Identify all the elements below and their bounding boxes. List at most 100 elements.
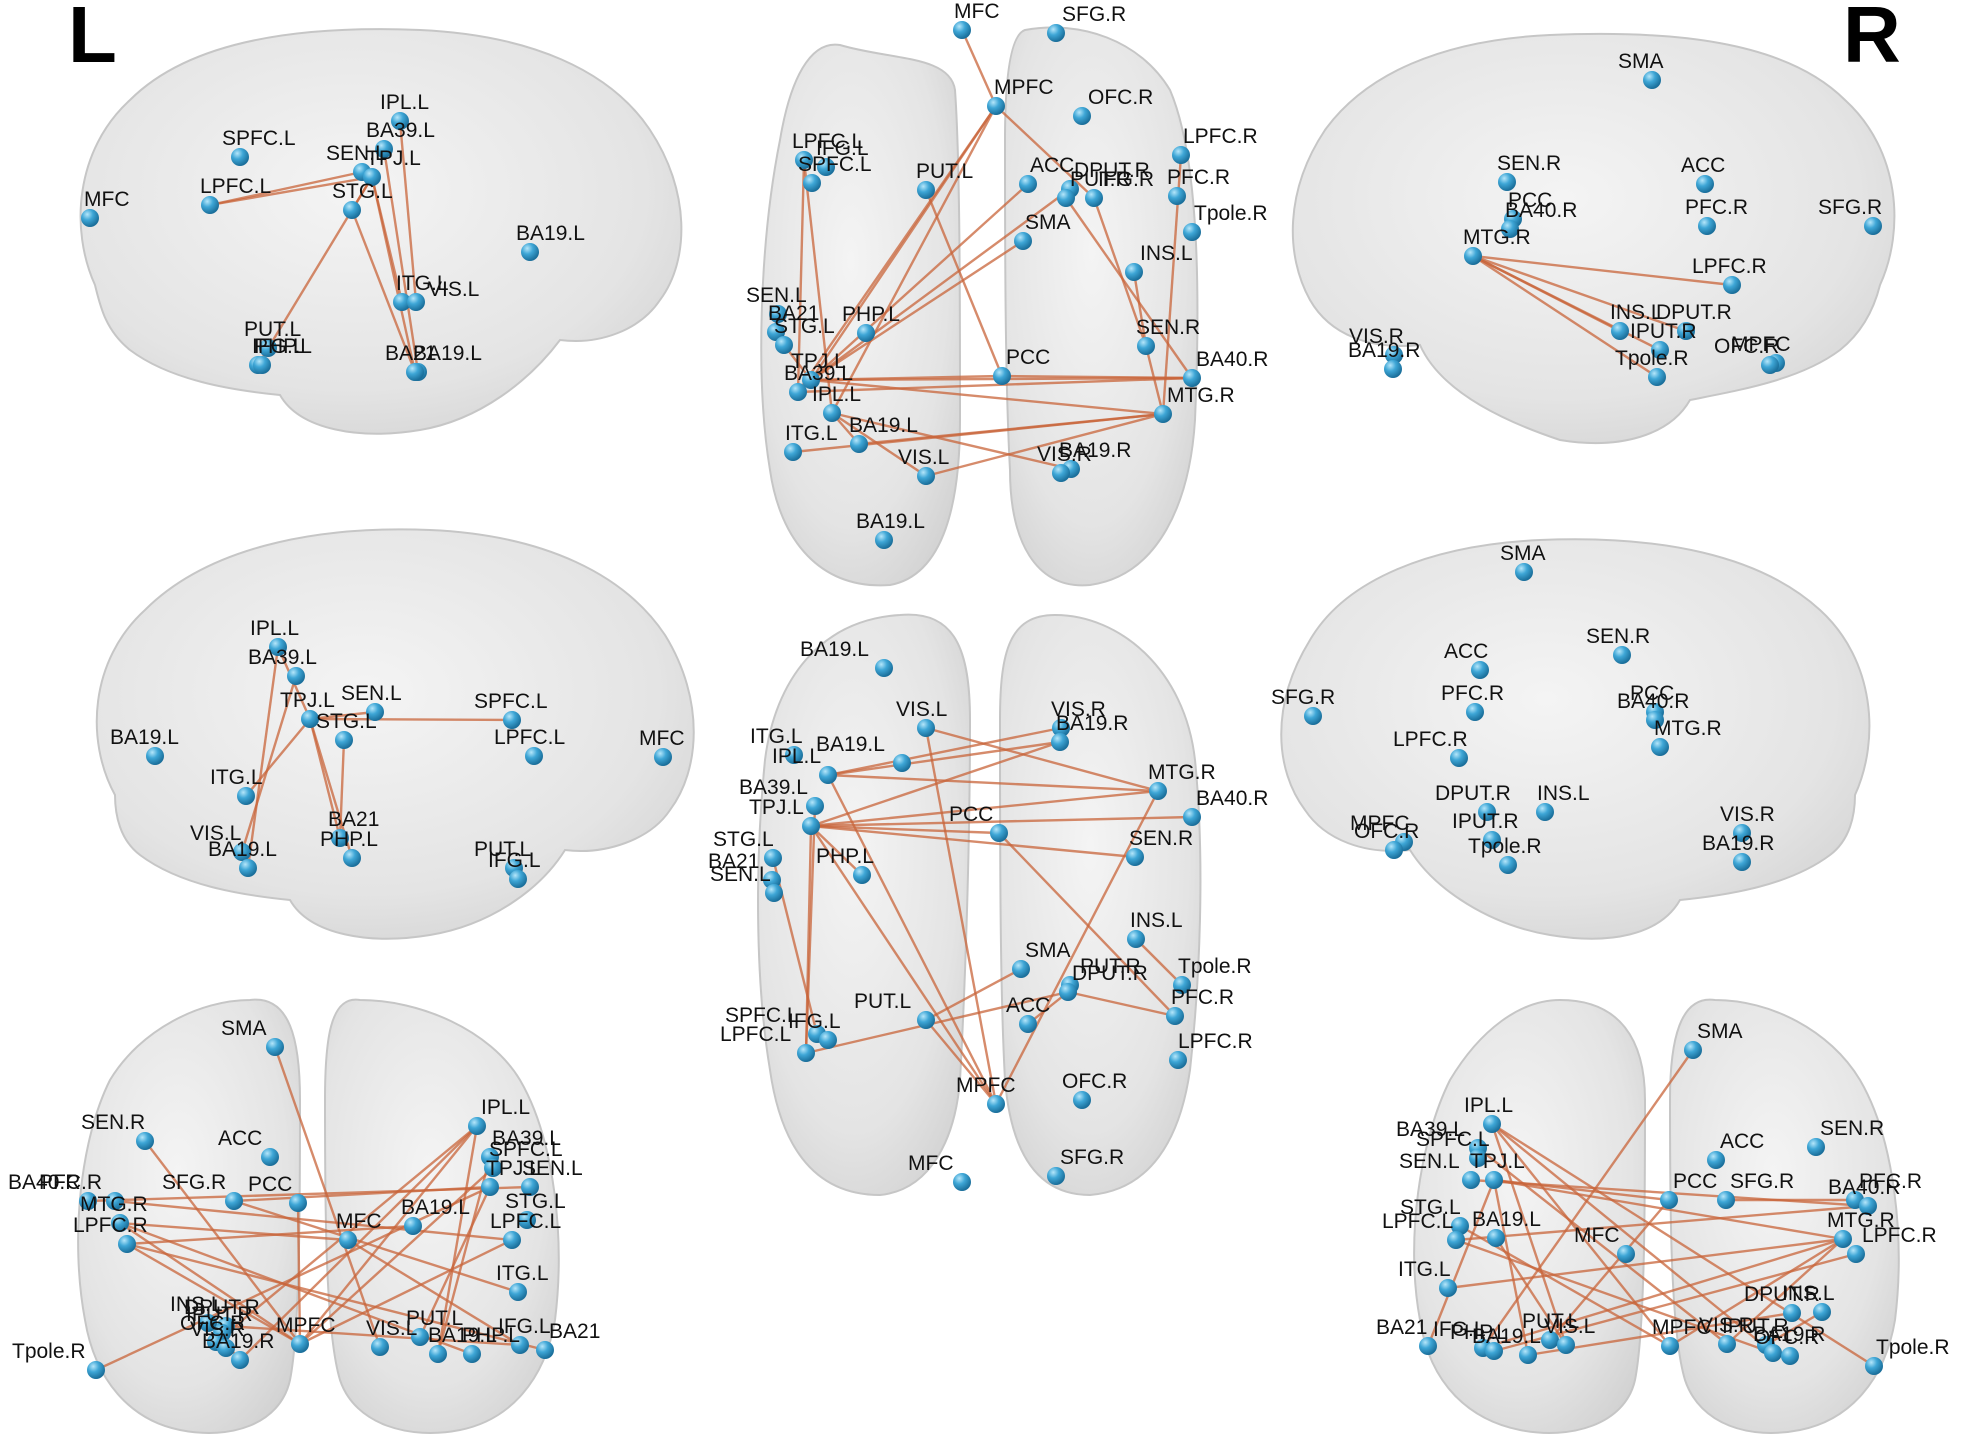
region-node <box>1698 217 1716 235</box>
region-label: BA19.L <box>516 222 585 245</box>
region-node <box>1419 1337 1437 1355</box>
region-node <box>1466 703 1484 721</box>
region-node <box>1168 187 1186 205</box>
region-label: BA40.R <box>1196 348 1268 371</box>
region-node <box>857 324 875 342</box>
region-node <box>1733 824 1751 842</box>
region-label: SEN.R <box>1586 625 1650 648</box>
region-label: IFG.L <box>252 335 305 358</box>
connection-edge <box>309 710 376 721</box>
region-label: IPUT.R <box>1452 810 1519 833</box>
region-node <box>917 181 935 199</box>
region-node <box>1385 841 1403 859</box>
brain-outline-back-coronal-right <box>1668 998 1900 1434</box>
region-nodes <box>79 21 1883 1379</box>
connection-edge <box>924 189 1004 377</box>
region-label: SPFC.L <box>474 690 548 713</box>
region-label: BA19.R <box>1059 439 1131 462</box>
region-label: MTG.R <box>80 1193 148 1216</box>
connection-edge <box>1135 938 1183 986</box>
region-node <box>797 1044 815 1062</box>
region-label: STG.L <box>713 828 774 851</box>
region-node <box>850 435 868 453</box>
region-label: ACC <box>1006 994 1050 1017</box>
connection-edge <box>382 148 420 373</box>
connection-edge <box>827 726 1062 777</box>
region-node <box>1059 983 1077 1001</box>
region-node <box>1447 1231 1465 1249</box>
region-label: OFC.R <box>180 1312 245 1335</box>
region-node <box>953 21 971 39</box>
region-label: ITG.L <box>785 422 838 445</box>
connection-edge <box>1132 271 1148 347</box>
connection-edge <box>239 1125 478 1361</box>
region-label: IFG.L <box>1433 1318 1486 1341</box>
region-label: IPL.L <box>250 617 299 640</box>
region-label: PCC <box>1673 1170 1717 1193</box>
region-label: PUT.L <box>474 838 531 861</box>
region-node <box>521 1178 539 1196</box>
region-label: BA19.L <box>110 726 179 749</box>
region-label: ITG.L <box>496 1262 549 1285</box>
connection-edge <box>810 825 863 876</box>
region-node <box>1677 322 1695 340</box>
connection-edge <box>144 1140 301 1345</box>
connection-edge <box>827 773 1159 793</box>
connection-edge <box>1092 197 1148 347</box>
connection-edge <box>831 411 1072 471</box>
region-node <box>1304 707 1322 725</box>
region-label: DPUT.R <box>1744 1283 1820 1306</box>
region-node <box>990 824 1008 842</box>
region-node <box>406 363 424 381</box>
region-label: SPFC.L <box>222 127 296 150</box>
region-node <box>819 1031 837 1049</box>
connection-edge <box>810 824 1136 859</box>
region-label: IFG.L <box>816 137 869 160</box>
connection-edge <box>1491 1123 1671 1347</box>
connection-edge <box>810 789 1159 828</box>
connection-edge <box>1472 254 1661 352</box>
region-label: ACC <box>1030 154 1074 177</box>
region-node <box>253 356 271 374</box>
region-label: LPFC.L <box>200 175 271 198</box>
connection-edge <box>797 376 1193 394</box>
region-node <box>1149 782 1167 800</box>
region-label: MPFC <box>994 76 1054 99</box>
region-node <box>1718 1335 1736 1353</box>
connection-edge <box>995 105 1095 199</box>
right-hemisphere-marker: R <box>1843 0 1901 79</box>
region-node <box>917 719 935 737</box>
region-node <box>1385 346 1403 364</box>
region-node <box>371 1338 389 1356</box>
region-node <box>1137 337 1155 355</box>
region-label: PCC <box>949 803 993 826</box>
connection-edge <box>810 824 1000 835</box>
region-node <box>1501 220 1519 238</box>
region-label: INS.L <box>1782 1282 1835 1305</box>
region-label: MPFC <box>1731 333 1791 356</box>
region-label: BA21 <box>385 342 436 365</box>
region-label: IFG.L <box>488 849 541 872</box>
region-labels: MFCSPFC.LLPFC.LSEN.LIPL.LBA39.LTPJ.LSTG.… <box>8 0 1950 1363</box>
region-node <box>231 148 249 166</box>
region-node <box>1807 1138 1825 1156</box>
region-label: BA39.L <box>1396 1118 1465 1141</box>
region-node <box>407 293 425 311</box>
region-label: IPL.L <box>772 745 821 768</box>
region-label: ACC <box>218 1127 262 1150</box>
region-node <box>1646 711 1664 729</box>
connection-edge <box>1494 1237 1568 1346</box>
region-node <box>1865 1357 1883 1375</box>
region-node <box>1864 217 1882 235</box>
region-node <box>1073 107 1091 125</box>
region-node <box>106 1192 124 1210</box>
brain-outline-back-coronal-left <box>1413 998 1647 1434</box>
region-node <box>1485 1342 1503 1360</box>
connection-edge <box>1491 1123 1774 1354</box>
region-node <box>654 748 672 766</box>
connection-edge <box>299 1167 494 1345</box>
region-label: BA21 <box>1376 1316 1427 1339</box>
region-node <box>1696 175 1714 193</box>
region-node <box>1483 831 1501 849</box>
region-label: PHP.L <box>320 828 378 851</box>
